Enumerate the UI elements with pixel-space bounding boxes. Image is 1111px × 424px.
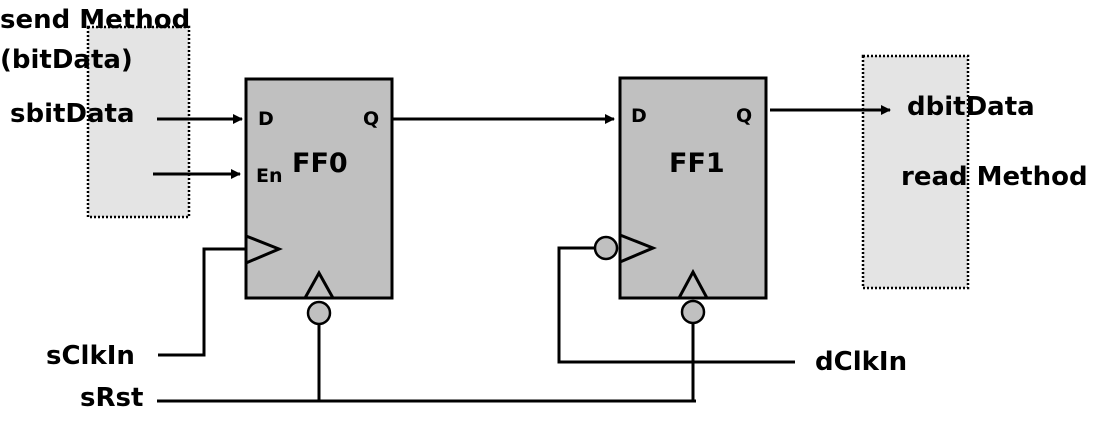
- ff1-reset-triangle: [676, 268, 710, 300]
- dbitdata-label: dbitData: [907, 92, 1035, 122]
- send-method-label-line1: send Method: [0, 5, 190, 35]
- read-method-label: read Method: [901, 162, 1088, 192]
- sbitdata-label: sbitData: [10, 99, 135, 129]
- dclkin-wire: [557, 246, 795, 364]
- ff1-label: FF1: [669, 148, 725, 179]
- sclkin-label: sClkIn: [46, 341, 135, 371]
- ff0-d-pin: D: [258, 108, 274, 130]
- ff0-label: FF0: [292, 148, 348, 179]
- sclkin-wire: [158, 247, 246, 357]
- send-method-label-line2: (bitData): [0, 45, 133, 75]
- ff1-box: [618, 76, 768, 300]
- ff1-reset-bubble: [680, 299, 706, 325]
- ff0-block: D Q En FF0: [244, 77, 394, 326]
- ff1-block: D Q FF1: [593, 76, 768, 325]
- ff1-clock-bubble: [593, 235, 619, 261]
- read-method-box: [861, 54, 970, 290]
- ff1-d-pin: D: [631, 105, 647, 127]
- ff0-reset-triangle: [302, 269, 336, 300]
- ff0-en-pin: En: [256, 165, 283, 187]
- ff0-q-pin: Q: [363, 108, 379, 130]
- send-method-box: [86, 25, 191, 219]
- srst-label: sRst: [80, 383, 143, 413]
- ff1-q-pin: Q: [736, 105, 752, 127]
- ff1-clock-triangle: [618, 232, 657, 265]
- ff0-reset-bubble: [306, 300, 332, 326]
- ff0-box: [244, 77, 394, 300]
- dclkin-label: dClkIn: [815, 347, 907, 377]
